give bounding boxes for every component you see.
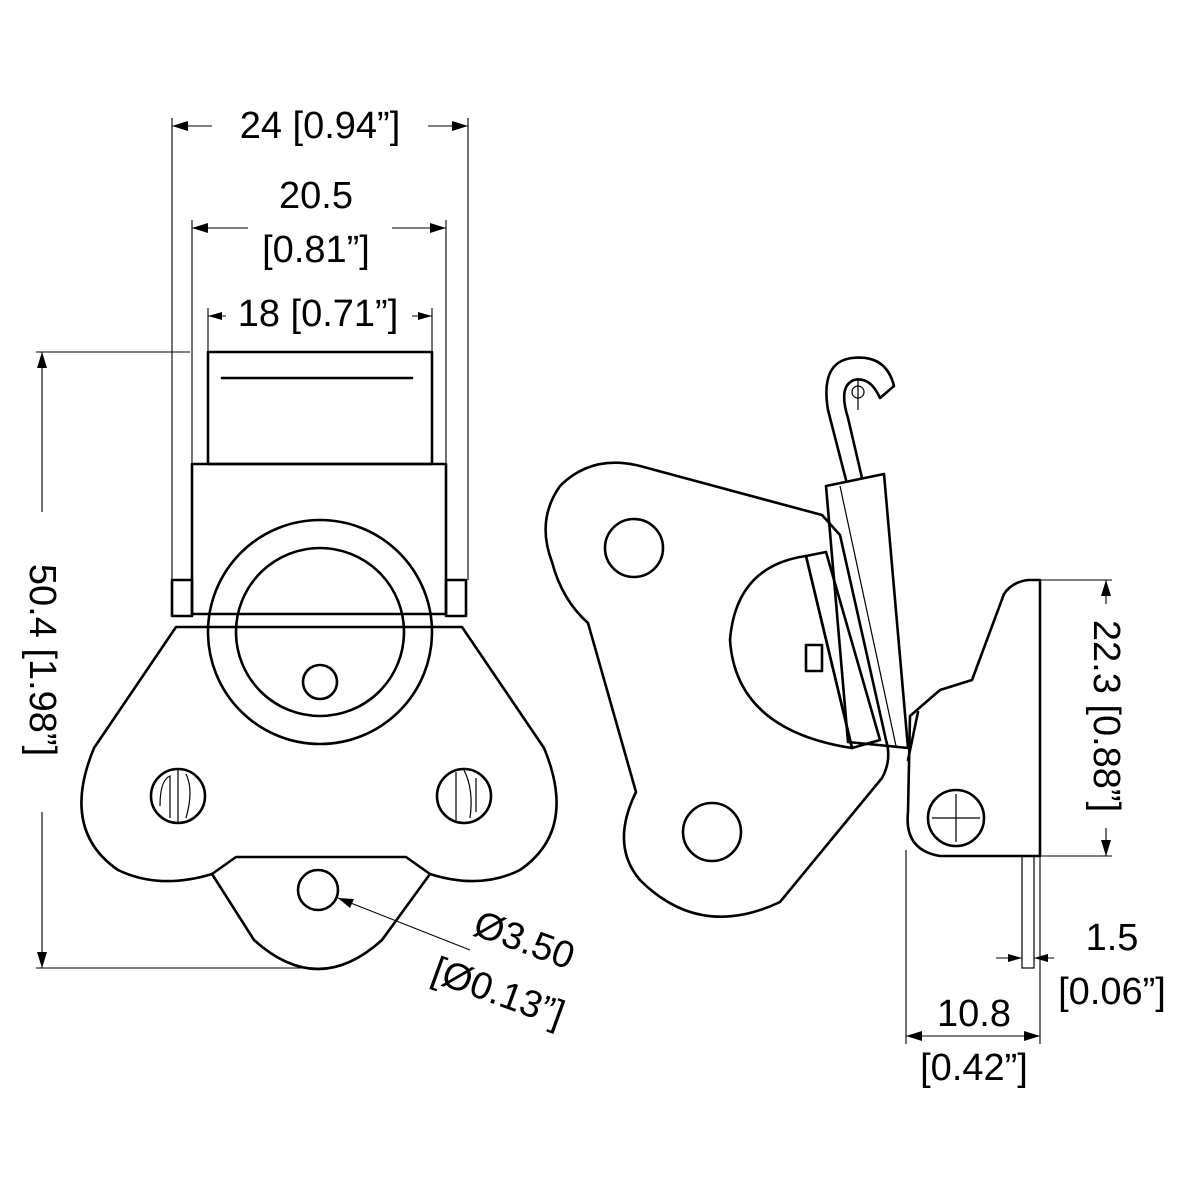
side-view — [544, 356, 1042, 969]
hook-rod — [825, 356, 896, 482]
tongue-hole — [296, 868, 340, 912]
side-knob-flange — [804, 550, 882, 750]
depth-in-label: [0.42”] — [920, 1047, 1028, 1089]
knob-pin — [301, 663, 339, 701]
body-width-in-label: [0.81”] — [262, 229, 370, 271]
butterfly-plate — [80, 625, 558, 883]
front-view — [80, 350, 558, 971]
lower-tongue — [210, 872, 432, 971]
lever-arm — [824, 472, 910, 750]
overall-width-label: 24 [0.94”] — [240, 105, 401, 147]
side-knob — [728, 554, 854, 750]
left-mounting-slot — [149, 767, 207, 825]
latch-housing — [190, 462, 448, 616]
left-side-tab — [170, 578, 194, 618]
side-lower-hole — [681, 801, 743, 863]
right-side-tab — [444, 578, 468, 618]
right-mounting-slot — [435, 767, 493, 825]
keeper-width-label: 18 [0.71”] — [238, 293, 399, 335]
keeper-plate — [206, 350, 434, 466]
side-height-label: 22.3 [0.88”] — [1085, 620, 1127, 812]
side-upper-hole — [603, 517, 665, 579]
thickness-post — [1021, 855, 1035, 969]
thickness-in-label: [0.06”] — [1058, 971, 1166, 1013]
overall-height-label: 50.4 [1.98”] — [21, 564, 63, 756]
thickness-mm-label: 1.5 — [1086, 917, 1139, 959]
depth-mm-label: 10.8 — [937, 993, 1011, 1035]
side-base-plate — [544, 461, 890, 919]
butterfly-knob-outer — [206, 518, 434, 746]
dimension-lines — [36, 118, 1112, 1044]
butterfly-knob-inner — [234, 546, 406, 718]
side-knob-pin — [804, 643, 824, 673]
hinge-pin — [926, 788, 986, 848]
body-width-mm-label: 20.5 — [279, 175, 353, 217]
